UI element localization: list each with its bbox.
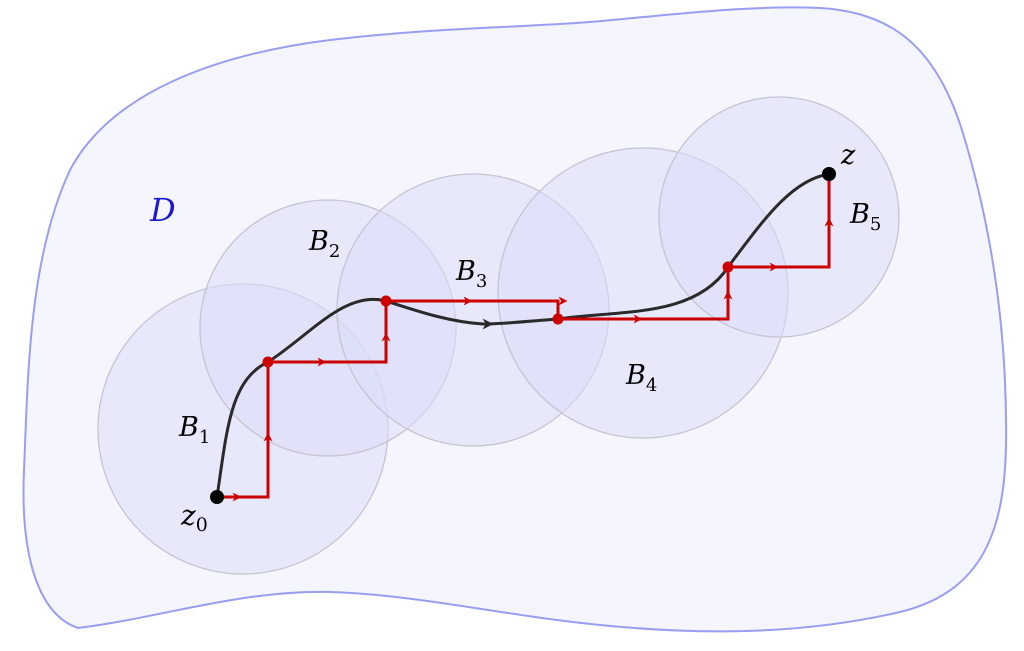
intermediate-point: [262, 356, 274, 368]
ball-label-b4: B4: [625, 360, 657, 396]
intermediate-point: [552, 313, 564, 325]
start-label: z0: [180, 499, 208, 536]
start-point: [210, 490, 224, 504]
intermediate-point: [722, 261, 734, 273]
ball-label-b3: B3: [455, 256, 487, 292]
domain-label: D: [149, 191, 176, 229]
ball-label-b2: B2: [308, 226, 340, 262]
balls: [97, 96, 900, 575]
ball-label-b1: B1: [178, 412, 210, 448]
intermediate-point: [380, 295, 392, 307]
end-point: [822, 167, 836, 181]
ball-label-b5: B5: [849, 199, 881, 235]
end-label: z: [840, 140, 856, 171]
intermediate-points: [262, 261, 734, 368]
staircase-path: [217, 174, 831, 499]
